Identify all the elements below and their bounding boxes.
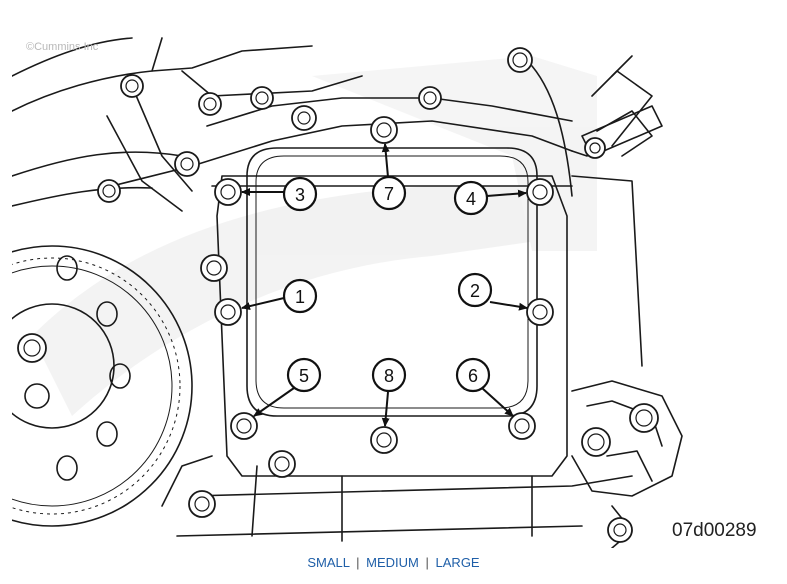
callout-label-2: 2	[470, 281, 480, 301]
diagram-figure: 1 2 3 4	[12, 36, 775, 548]
bolt-2: 2	[457, 272, 554, 326]
background-bolts	[97, 47, 659, 543]
callout-label-6: 6	[468, 366, 478, 386]
bolt-8: 8	[370, 357, 407, 454]
callout-label-7: 7	[384, 184, 394, 204]
callout-label-3: 3	[295, 185, 305, 205]
bolt-7: 7	[370, 116, 407, 211]
size-separator: |	[425, 555, 429, 570]
callout-label-8: 8	[384, 366, 394, 386]
bolt-sequence-diagram: 1 2 3 4	[12, 37, 757, 548]
bolt-1: 1	[214, 278, 318, 326]
bolt-3: 3	[214, 176, 318, 212]
copyright-notice: ©Cummins Inc	[26, 41, 99, 53]
figure-id: 07d00289	[672, 520, 757, 541]
watermark	[32, 56, 597, 416]
bolt-4: 4	[453, 178, 554, 216]
size-separator: |	[356, 555, 360, 570]
size-small-link[interactable]: SMALL	[307, 555, 350, 570]
size-medium-link[interactable]: MEDIUM	[366, 555, 419, 570]
bolt-6: 6	[455, 357, 536, 440]
size-large-link[interactable]: LARGE	[435, 555, 480, 570]
callout-label-5: 5	[299, 366, 309, 386]
bolt-5: 5	[230, 357, 322, 440]
callout-label-4: 4	[466, 189, 476, 209]
image-size-links: SMALL | MEDIUM | LARGE	[0, 555, 787, 570]
callout-label-1: 1	[295, 287, 305, 307]
bolt-sequence: 1 2 3 4	[214, 116, 554, 454]
